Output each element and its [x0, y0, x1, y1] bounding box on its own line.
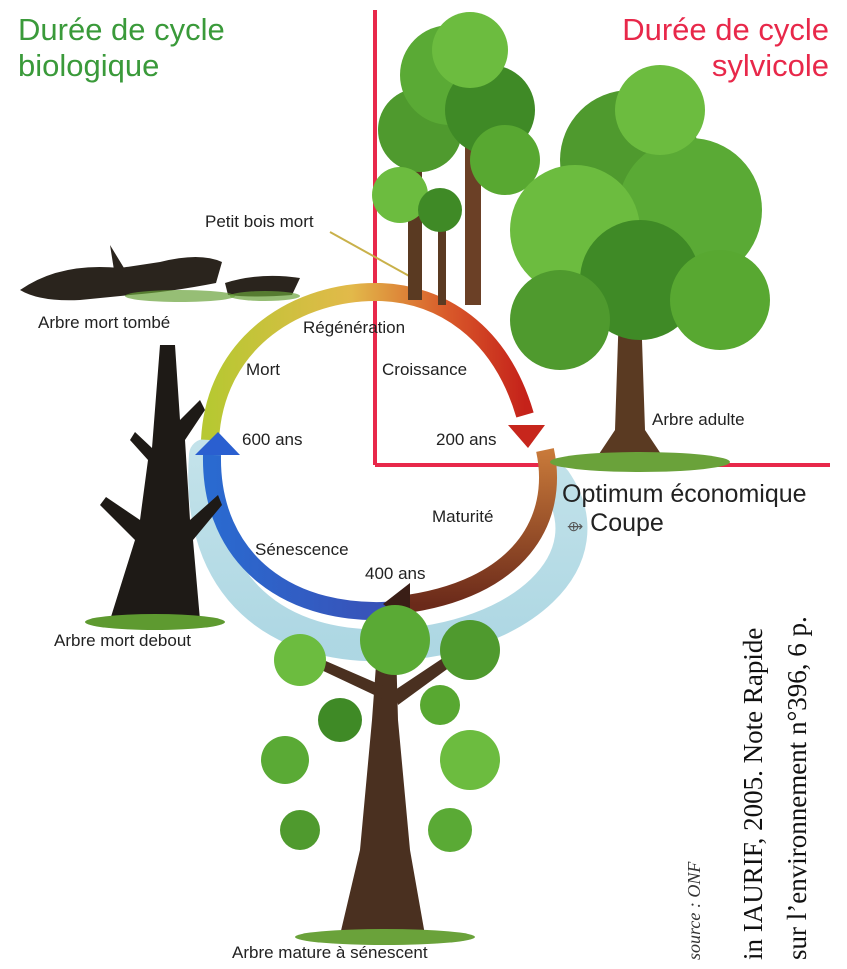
- mature-tree-illustration: [261, 605, 500, 945]
- label-arbre-adulte: Arbre adulte: [652, 410, 745, 430]
- saw-icon: ⟴: [567, 518, 583, 534]
- label-coupe-row: ⟴ Coupe: [567, 509, 664, 538]
- title-sylvicole: Durée de cycle sylvicole: [622, 12, 829, 84]
- source-line2: sur l’environnement n°396, 6 p.: [782, 616, 813, 960]
- label-arbre-mature: Arbre mature à sénescent: [232, 943, 428, 963]
- label-croissance: Croissance: [382, 360, 467, 380]
- label-arbre-mort-tombe: Arbre mort tombé: [38, 313, 170, 333]
- young-trees-illustration: [372, 12, 540, 305]
- label-coupe: Coupe: [590, 509, 664, 537]
- fallen-tree-illustration: [20, 245, 300, 302]
- title-sylvicole-line1: Durée de cycle: [622, 12, 829, 48]
- label-arbre-mort-debout: Arbre mort debout: [54, 631, 191, 651]
- label-maturite: Maturité: [432, 507, 493, 527]
- title-biological-line2: biologique: [18, 48, 225, 84]
- label-optimum-economique: Optimum économique: [562, 480, 807, 509]
- arrowhead-200: [508, 425, 545, 448]
- label-200-ans: 200 ans: [436, 430, 497, 450]
- label-mort: Mort: [246, 360, 280, 380]
- title-sylvicole-line2: sylvicole: [622, 48, 829, 84]
- label-400-ans: 400 ans: [365, 564, 426, 584]
- title-biological-line1: Durée de cycle: [18, 12, 225, 48]
- label-regeneration: Régénération: [303, 318, 405, 338]
- label-600-ans: 600 ans: [242, 430, 303, 450]
- label-senescence: Sénescence: [255, 540, 349, 560]
- source-line1: in IAURIF, 2005. Note Rapide: [738, 628, 769, 960]
- source-onf: source : ONF: [684, 862, 705, 960]
- label-petit-bois-mort: Petit bois mort: [205, 212, 314, 232]
- title-biological: Durée de cycle biologique: [18, 12, 225, 84]
